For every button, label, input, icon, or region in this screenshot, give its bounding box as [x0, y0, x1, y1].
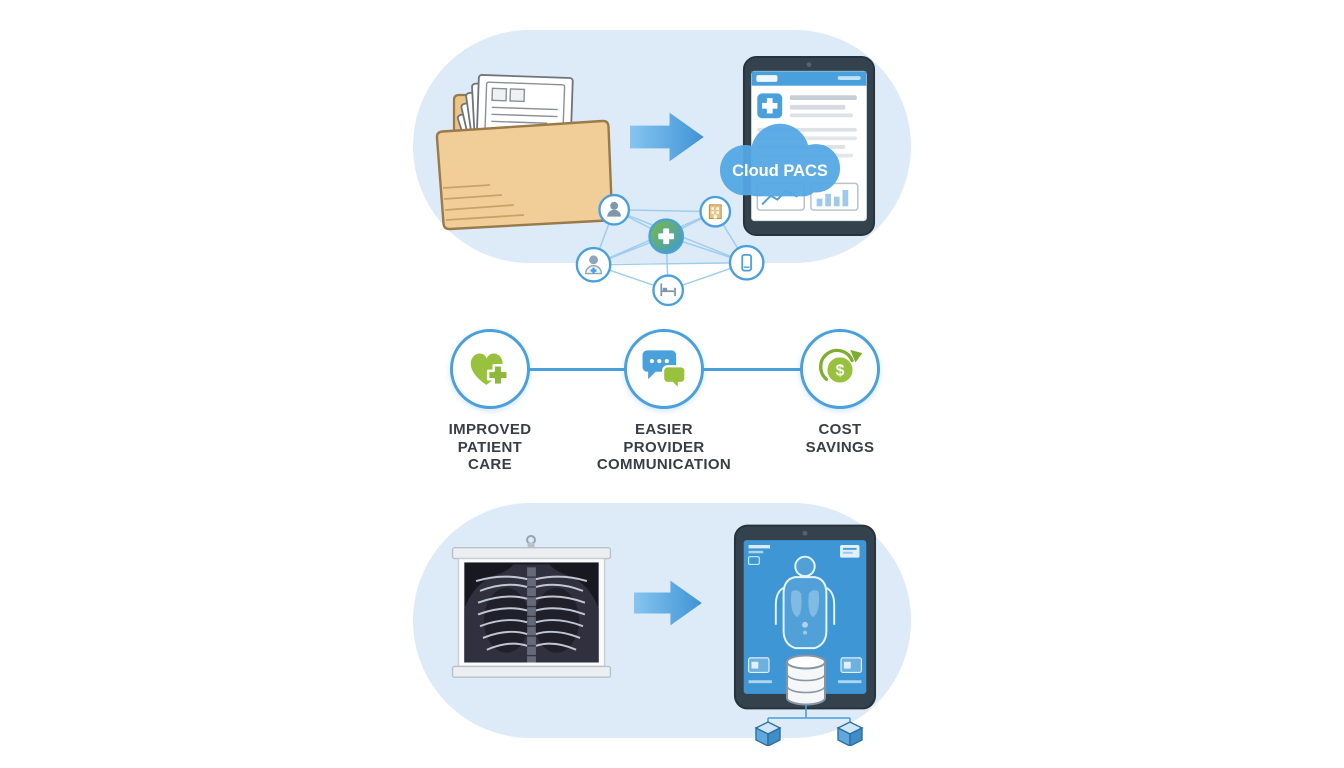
doctor-node-icon: [575, 246, 612, 283]
cube-node-icon: [754, 721, 782, 746]
dollar-glyph: $: [836, 363, 845, 380]
benefit-label-easier-provider-communication: EASIER PROVIDER COMMUNICATION: [596, 421, 732, 473]
arrow-right-icon: [630, 112, 704, 162]
hospital-bed-node-icon: [652, 274, 685, 307]
benefit-circle-cost-savings: $: [800, 329, 880, 409]
benefit-label-improved-patient-care: IMPROVED PATIENT CARE: [448, 421, 532, 473]
chat-bubbles-icon: [642, 350, 687, 393]
dollar-growth-icon: $: [819, 348, 863, 383]
patient-node-icon: [598, 193, 631, 226]
benefit-circle-improved-patient-care: [450, 329, 530, 409]
benefit-circle-easier-provider-communication: [624, 329, 704, 409]
cloud-label: Cloud PACS: [732, 162, 828, 180]
care-network-icon: [575, 193, 765, 307]
clinic-node-icon: [699, 195, 732, 228]
cloud-icon: Cloud PACS: [719, 123, 841, 197]
cube-node-icon: [836, 721, 864, 746]
phone-node-icon: [728, 244, 765, 281]
database-storage-icon: [754, 654, 864, 746]
benefit-label-cost-savings: COST SAVINGS: [805, 421, 875, 456]
heart-plus-icon: [470, 353, 509, 387]
database-icon: [786, 654, 826, 706]
tablet-digital-scan-icon: [733, 524, 877, 710]
xray-film-viewer-icon: [451, 534, 612, 678]
paper-records-folder-icon: [435, 74, 614, 231]
arrow-right-icon: [634, 580, 702, 626]
health-hub-node-icon: [648, 218, 685, 255]
